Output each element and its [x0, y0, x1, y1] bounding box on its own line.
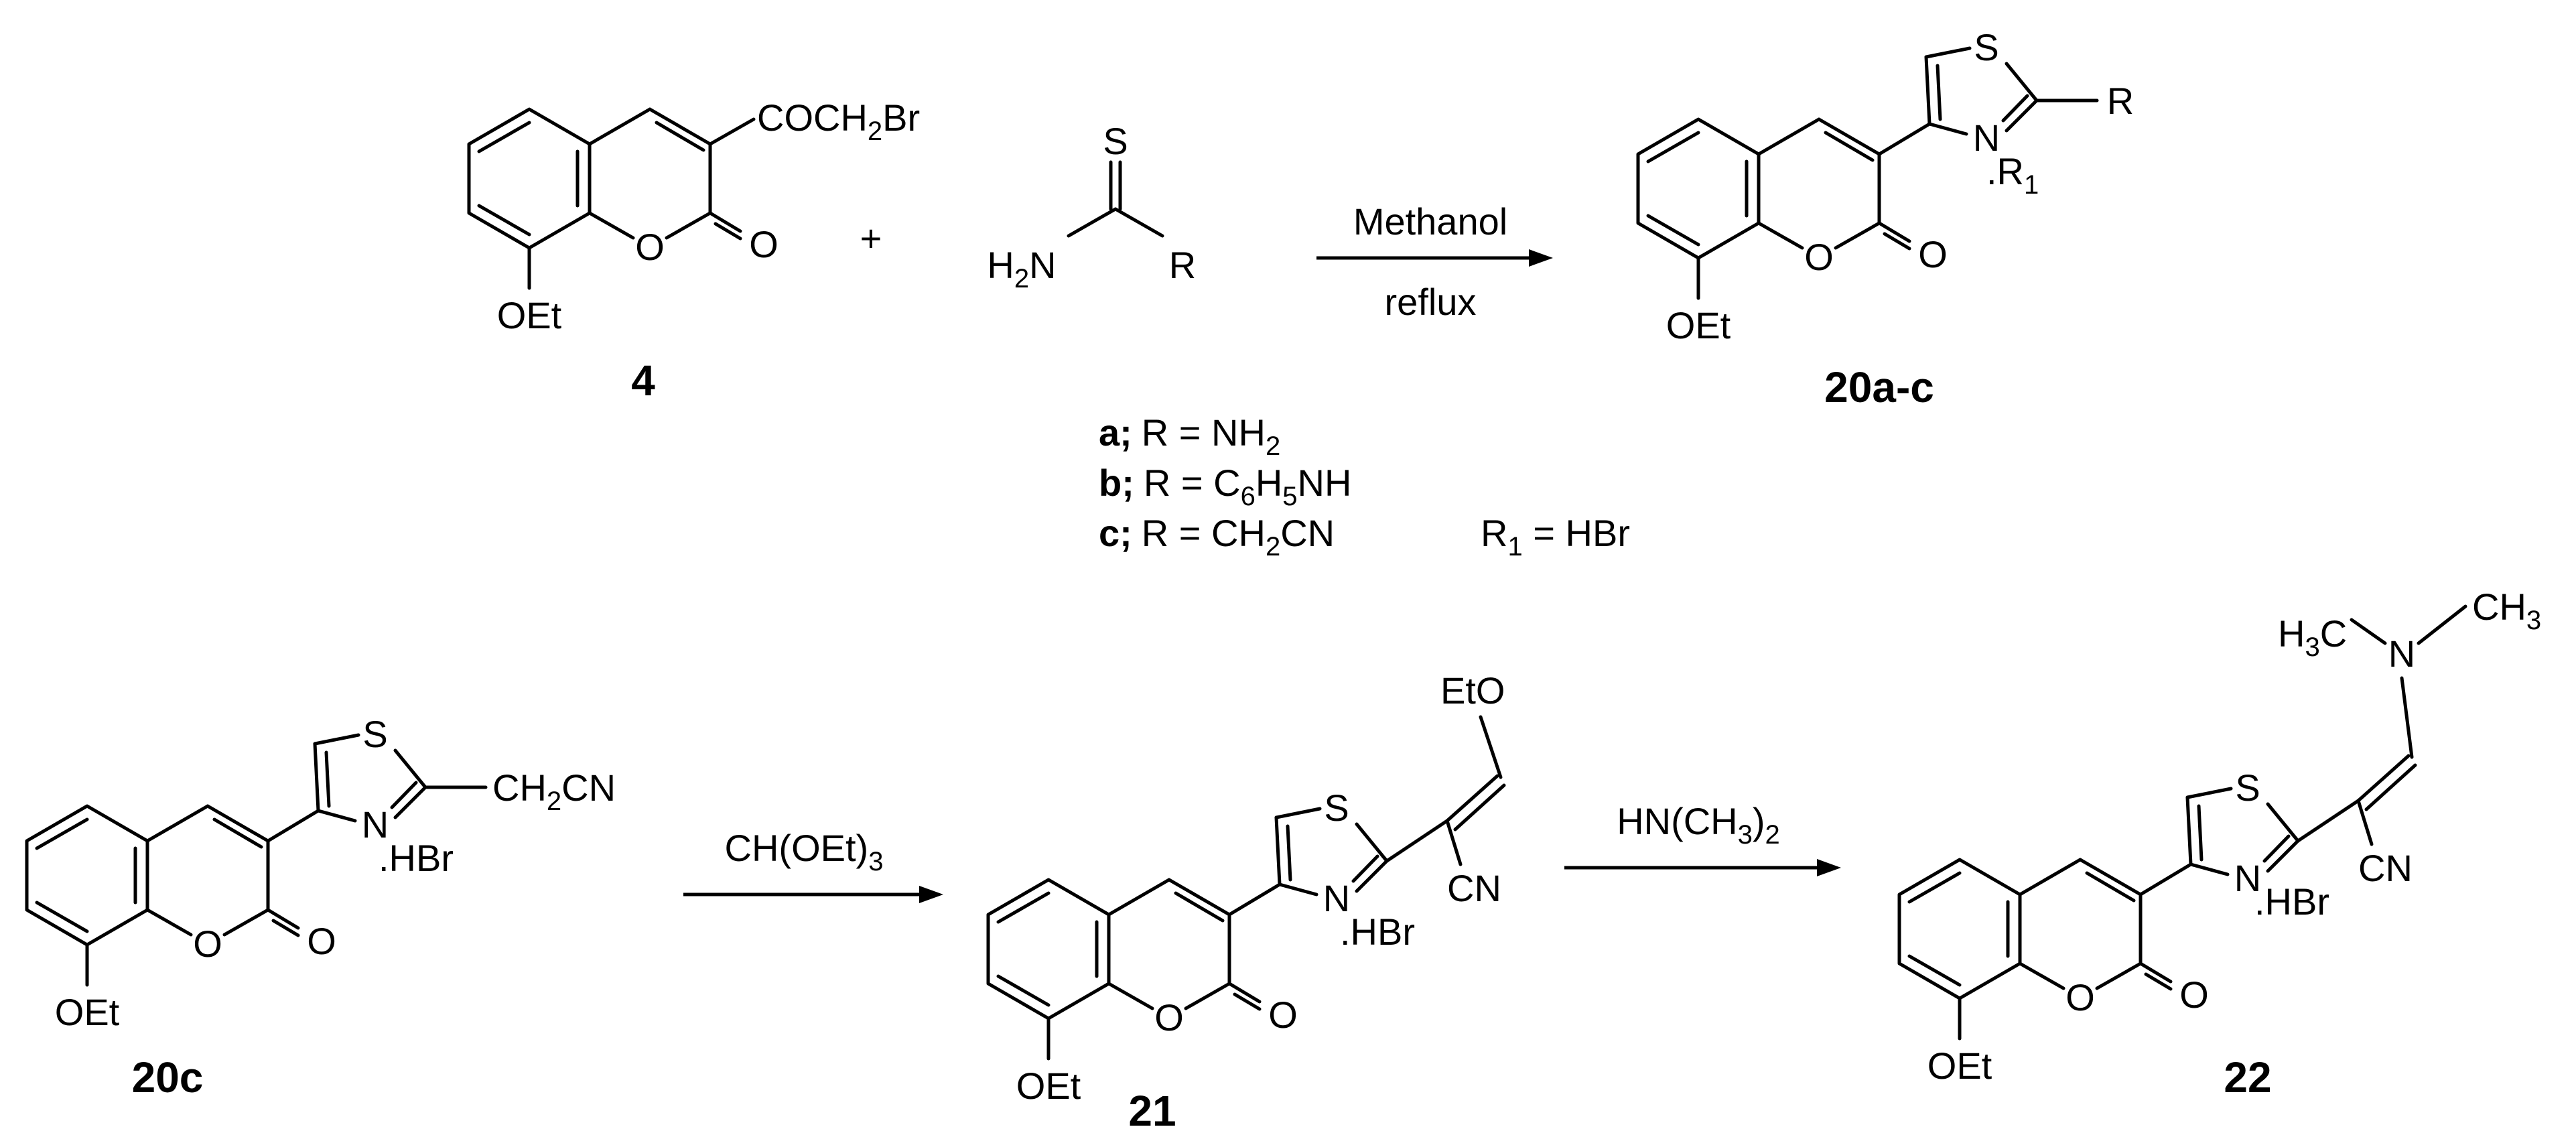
- ring-oxygen-22: O: [2065, 976, 2095, 1018]
- r-group-thioamide: R: [1169, 244, 1196, 286]
- substituent-a: a;R = NH2: [1099, 411, 1280, 461]
- ethoxy-label-20c: OEt: [55, 991, 120, 1033]
- compound-number-21: 21: [1128, 1087, 1176, 1129]
- thione-sulfur: S: [1103, 120, 1128, 162]
- compound-20a-c-structure: [1636, 46, 2099, 300]
- ring-oxygen-20: O: [1804, 236, 1834, 278]
- carbonyl-oxygen-4: O: [749, 223, 778, 265]
- hbr-label-21: .HBr: [1340, 911, 1415, 953]
- carbonyl-oxygen-21: O: [1268, 994, 1298, 1036]
- hbr-label-20c: .HBr: [379, 837, 454, 879]
- thiazole-sulfur-22: S: [2235, 767, 2260, 809]
- reaction-arrow-2-head: [919, 886, 943, 903]
- reaction-arrow-3-head: [1817, 859, 1841, 876]
- substituent-b: b;R = C6H5NH: [1099, 462, 1351, 511]
- ethoxy-label-22: OEt: [1927, 1045, 1992, 1087]
- reagent-dimethylamine: HN(CH3)2: [1617, 800, 1780, 850]
- thiazole-nitrogen-22: N: [2234, 857, 2261, 899]
- ethoxy-vinyl-label-21: EtO: [1440, 669, 1505, 712]
- nitrile-label-21: CN: [1447, 867, 1501, 909]
- thiazole-sulfur-20: S: [1974, 26, 1998, 68]
- dimethylamino-nitrogen-22: N: [2388, 633, 2415, 675]
- ring-oxygen-20c: O: [193, 923, 222, 965]
- reagent-triethyl-orthoformate: CH(OEt)3: [725, 827, 884, 876]
- carbonyl-oxygen-20: O: [1918, 233, 1948, 275]
- reagent-methanol: Methanol: [1353, 200, 1507, 243]
- substituent-c: c;R = CH2CN: [1099, 512, 1335, 561]
- hbr-label-22: .HBr: [2254, 880, 2329, 923]
- methyl-left-22: H3C: [2278, 612, 2347, 662]
- carbonyl-oxygen-20c: O: [307, 920, 336, 962]
- ethoxy-label-20: OEt: [1666, 304, 1731, 346]
- amine-h2n-label: H2N: [987, 244, 1056, 293]
- reaction-arrow-1-head: [1529, 249, 1553, 267]
- r-group-20: R: [2107, 80, 2134, 122]
- plus-sign: +: [860, 217, 882, 259]
- ring-oxygen-4: O: [635, 226, 665, 268]
- compound-21-structure: [986, 715, 1506, 1061]
- compound-20c-structure: [25, 733, 488, 987]
- thiazole-nitrogen-21: N: [1323, 877, 1350, 919]
- r1-definition: R1 = HBr: [1481, 512, 1630, 561]
- compound-number-4: 4: [631, 356, 655, 405]
- compound-22-structure: [1897, 604, 2467, 1041]
- compound-number-20c: 20c: [132, 1053, 204, 1102]
- ethoxy-label-21: OEt: [1016, 1065, 1081, 1107]
- nitrile-label-22: CN: [2358, 847, 2413, 889]
- cyanomethyl-label-20c: CH2CN: [492, 767, 616, 816]
- thiazole-nitrogen-20: N: [1973, 117, 2000, 159]
- ethoxy-label-4: OEt: [497, 294, 562, 336]
- compound-number-22: 22: [2224, 1053, 2271, 1102]
- thioamide-structure: [1067, 160, 1164, 238]
- thiazole-nitrogen-20c: N: [362, 803, 389, 846]
- methyl-right-22: CH3: [2472, 586, 2541, 635]
- compound-number-20a-c: 20a-c: [1824, 363, 1934, 411]
- bromoacetyl-label: COCH2Br: [757, 96, 920, 146]
- thiazole-sulfur-21: S: [1324, 787, 1349, 829]
- r1-label-20: .R1: [1986, 150, 2039, 200]
- carbonyl-oxygen-22: O: [2179, 974, 2209, 1016]
- compound-4-structure: [467, 107, 756, 290]
- ring-oxygen-21: O: [1154, 996, 1184, 1039]
- condition-reflux: reflux: [1385, 281, 1477, 323]
- thiazole-sulfur-20c: S: [362, 713, 387, 755]
